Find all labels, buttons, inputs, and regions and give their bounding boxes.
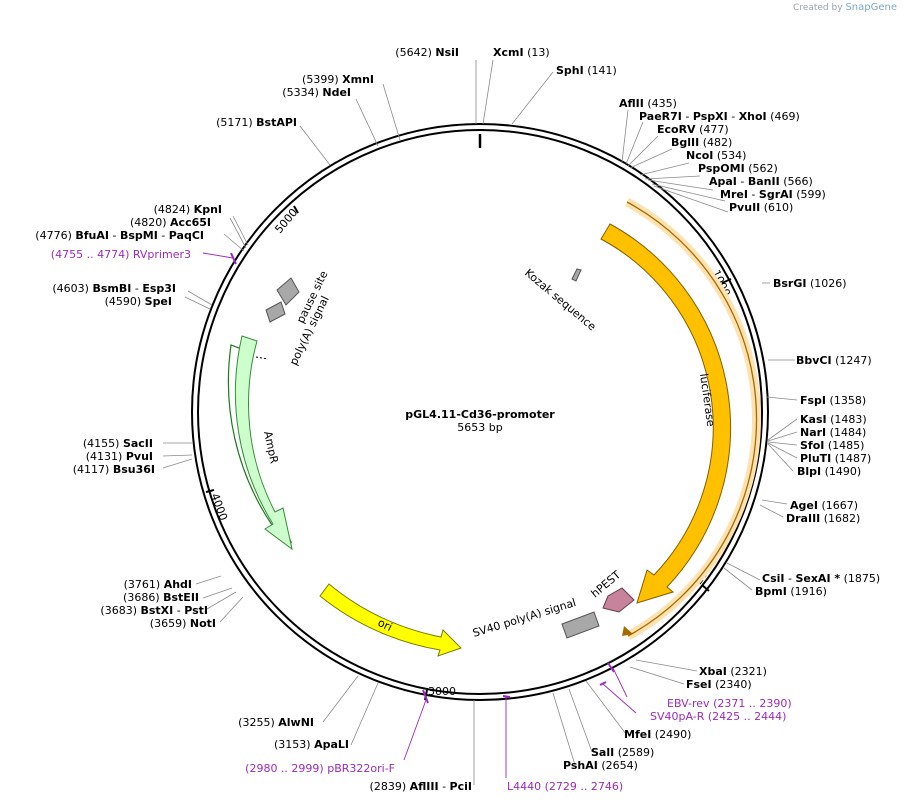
hpest-feature	[602, 587, 635, 613]
site-label: (3153) ApaLI	[274, 738, 349, 751]
ruler-tick-4000	[205, 489, 215, 493]
primer-markers	[202, 252, 637, 778]
luciferase-feature	[600, 223, 732, 604]
luciferase-strand	[626, 201, 758, 637]
site-label: (5399) XmnI	[302, 73, 374, 86]
ampr-feature	[234, 335, 293, 551]
watermark-brand: SnapGene	[845, 2, 897, 13]
backbone-outer	[191, 123, 769, 701]
primer-label: L4440 (2729 .. 2746)	[507, 780, 623, 793]
plasmid-length: 5653 bp	[457, 421, 502, 434]
site-label: BbvCI (1247)	[796, 354, 872, 367]
site-label: (3761) AhdI	[124, 578, 192, 591]
plasmid-name: pGL4.11-Cd36-promoter	[405, 408, 555, 421]
kozak-feature	[571, 268, 582, 282]
site-label: MfeI (2490)	[624, 728, 691, 741]
site-label: (5334) NdeI	[282, 86, 351, 99]
restriction-site-labels: (5642) NsiI XcmI (13) SphI (141) (5399) …	[35, 46, 880, 793]
site-label: FspI (1358)	[800, 394, 866, 407]
site-label: (5642) NsiI	[395, 46, 459, 59]
site-label: KasI (1483)	[800, 413, 867, 426]
site-label: BpmI (1916)	[755, 585, 827, 598]
site-label: PluTI (1487)	[800, 452, 871, 465]
site-label: (4117) Bsu36I	[73, 463, 155, 476]
primer-label: SV40pA-R (2425 .. 2444)	[650, 710, 786, 723]
watermark-prefix: Created by	[793, 3, 843, 13]
site-label: XbaI (2321)	[699, 665, 767, 678]
site-label: NarI (1484)	[800, 426, 866, 439]
site-label: (3659) NotI	[150, 617, 216, 630]
site-label: PspOMI (562)	[698, 162, 778, 175]
site-label: (3255) AlwNI	[238, 716, 314, 729]
site-label: AgeI (1667)	[790, 499, 858, 512]
sv40pa-label: SV40 poly(A) signal	[471, 596, 578, 640]
ruler-label-3000: 3000	[428, 685, 456, 698]
site-label: EcoRV (477)	[657, 123, 729, 136]
site-label: (3686) BstEII	[123, 591, 199, 604]
primer-label: EBV-rev (2371 .. 2390)	[667, 697, 792, 710]
site-label: (4603) BsmBI - Esp3I	[52, 282, 176, 295]
luciferase-strand-arrow	[622, 626, 633, 636]
site-label: AflII (435)	[619, 97, 677, 110]
ori-label: ori	[376, 616, 395, 634]
site-leader-lines	[162, 59, 798, 785]
site-label: (4131) PvuI	[86, 450, 153, 463]
ruler-tick-5000	[293, 205, 299, 214]
site-label: SalI (2589)	[591, 746, 654, 759]
site-label: BlpI (1490)	[797, 465, 861, 478]
site-label: PshAI (2654)	[563, 759, 638, 772]
primer-label: (2980 .. 2999) pBR322ori-F	[245, 762, 395, 775]
ori-feature	[319, 583, 462, 657]
site-label: FseI (2340)	[686, 678, 752, 691]
ampr-label: AmpR	[261, 430, 281, 465]
ruler-tick-1000	[721, 278, 732, 284]
site-label: NcoI (534)	[686, 149, 746, 162]
snapgene-watermark: Created by SnapGene	[793, 2, 897, 13]
kozak-label: Kozak sequence	[522, 266, 599, 333]
site-label: (4820) Acc65I	[130, 216, 211, 229]
site-label: (2839) AflIII - PciI	[370, 780, 472, 793]
pause-site-feature	[276, 277, 300, 306]
site-label: PvuII (610)	[729, 201, 793, 214]
backbone-inner	[197, 129, 763, 695]
site-label: BsrGI (1026)	[773, 277, 847, 290]
site-label: (5171) BstAPI	[216, 116, 297, 129]
site-label: PaeR7I - PspXI - XhoI (469)	[639, 110, 800, 123]
primer-label: (4755 .. 4774) RVprimer3	[51, 248, 191, 261]
site-label: (4824) KpnI	[154, 203, 222, 216]
site-label: XcmI (13)	[493, 46, 550, 59]
site-label: SfoI (1485)	[800, 439, 864, 452]
site-label: MreI - SgrAI (599)	[720, 188, 826, 201]
polya-signal-feature	[265, 301, 286, 323]
site-label: CsiI - SexAI * (1875)	[762, 572, 880, 585]
ruler-tick-2000	[701, 584, 710, 592]
site-label: (4155) SacII	[83, 437, 153, 450]
primer-labels: (4755 .. 4774) RVprimer3 EBV-rev (2371 .…	[51, 248, 792, 793]
site-label: (3683) BstXI - PstI	[100, 604, 208, 617]
sv40pa-feature	[561, 611, 600, 639]
site-label: BglII (482)	[671, 136, 732, 149]
site-label: SphI (141)	[556, 64, 617, 77]
site-label: (4776) BfuAI - BspMI - PaqCI	[35, 229, 204, 242]
ampr-promoter-mark	[255, 356, 269, 360]
site-label: (4590) SpeI	[105, 295, 172, 308]
site-label: ApaI - BanII (566)	[709, 175, 813, 188]
site-label: DraIII (1682)	[786, 512, 860, 525]
